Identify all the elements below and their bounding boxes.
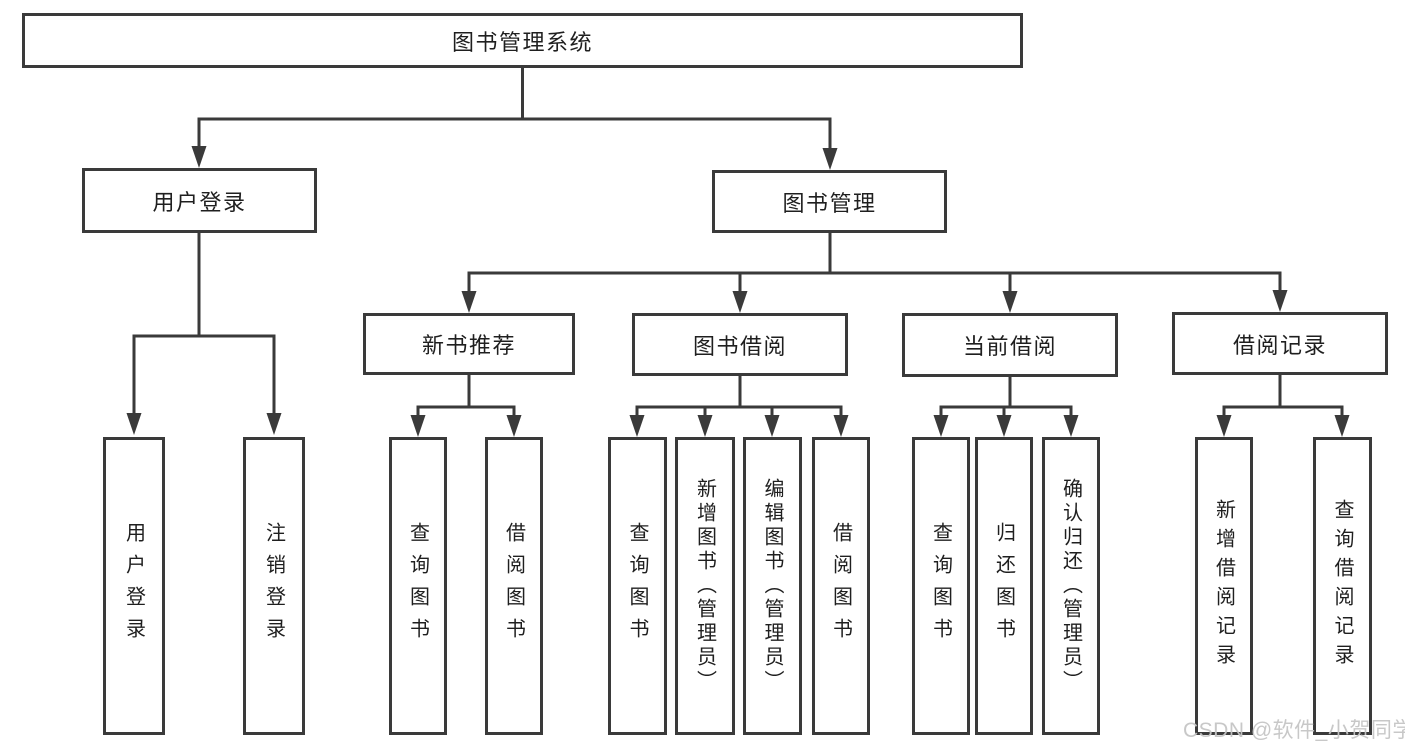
node-label: 查询图书	[626, 522, 648, 650]
node-root-system: 图书管理系统	[22, 13, 1023, 68]
arrow-down-icon	[764, 415, 780, 437]
arrow-down-icon	[697, 415, 713, 437]
arrow-down-icon	[1334, 415, 1350, 437]
node-label: 新增图书（管理员）	[693, 478, 716, 694]
node-label: 用户登录	[152, 189, 247, 215]
arrow-down-icon	[410, 415, 426, 437]
node-label: 借阅记录	[1232, 332, 1327, 358]
arrow-down-icon	[461, 291, 477, 313]
node-label: 归还图书	[992, 522, 1015, 650]
arrow-down-icon	[996, 415, 1012, 437]
node-label: 查询借阅记录	[1331, 499, 1353, 673]
arrow-down-icon	[933, 415, 949, 437]
node-label: 查询图书	[406, 522, 429, 650]
arrow-down-icon	[1063, 415, 1079, 437]
node-label: 图书借阅	[692, 333, 787, 359]
arrow-down-icon	[732, 291, 748, 313]
leaf-return-book: 归还图书	[975, 437, 1033, 735]
node-current-borrowing: 当前借阅	[902, 313, 1118, 377]
leaf-add-borrow-record: 新增借阅记录	[1195, 437, 1253, 735]
leaf-add-book-admin: 新增图书（管理员）	[675, 437, 735, 735]
node-label: 借阅图书	[502, 522, 525, 650]
node-label: 注销登录	[262, 522, 285, 650]
leaf-query-books-borrowing: 查询图书	[608, 437, 667, 735]
arrow-down-icon	[1272, 290, 1288, 312]
node-borrow-records: 借阅记录	[1172, 312, 1388, 375]
arrow-down-icon	[822, 148, 838, 170]
node-label: 借阅图书	[829, 522, 852, 650]
leaf-user-login: 用户登录	[103, 437, 165, 735]
node-book-management: 图书管理	[712, 170, 947, 233]
node-user-login: 用户登录	[82, 168, 317, 233]
leaf-logout: 注销登录	[243, 437, 305, 735]
arrow-down-icon	[191, 146, 207, 168]
node-book-borrowing: 图书借阅	[632, 313, 848, 376]
node-new-book-recommend: 新书推荐	[363, 313, 575, 375]
arrow-down-icon	[506, 415, 522, 437]
node-label: 用户登录	[122, 522, 145, 650]
node-label: 编辑图书（管理员）	[761, 478, 783, 694]
node-label: 当前借阅	[962, 334, 1057, 359]
leaf-query-books-current: 查询图书	[912, 437, 970, 735]
node-label: 新增借阅记录	[1212, 499, 1235, 673]
leaf-query-books-recommend: 查询图书	[389, 437, 447, 735]
node-label: 新书推荐	[421, 333, 516, 358]
leaf-edit-book-admin: 编辑图书（管理员）	[743, 437, 802, 735]
leaf-borrow-books-recommend: 借阅图书	[485, 437, 543, 735]
node-label: 查询图书	[929, 522, 952, 650]
leaf-borrow-books-borrowing: 借阅图书	[812, 437, 870, 735]
node-label: 图书管理	[782, 190, 877, 216]
arrow-down-icon	[1002, 291, 1018, 313]
arrow-down-icon	[833, 415, 849, 437]
arrow-down-icon	[266, 413, 282, 435]
arrow-down-icon	[629, 415, 645, 437]
leaf-confirm-return-admin: 确认归还（管理员）	[1042, 437, 1100, 735]
arrow-down-icon	[1216, 415, 1232, 437]
leaf-query-borrow-record: 查询借阅记录	[1313, 437, 1372, 735]
arrow-down-icon	[126, 413, 142, 435]
node-label: 确认归还（管理员）	[1059, 478, 1082, 694]
node-label: 图书管理系统	[451, 29, 593, 55]
csdn-watermark: CSDN @软件_小贺同学	[1183, 719, 1405, 742]
